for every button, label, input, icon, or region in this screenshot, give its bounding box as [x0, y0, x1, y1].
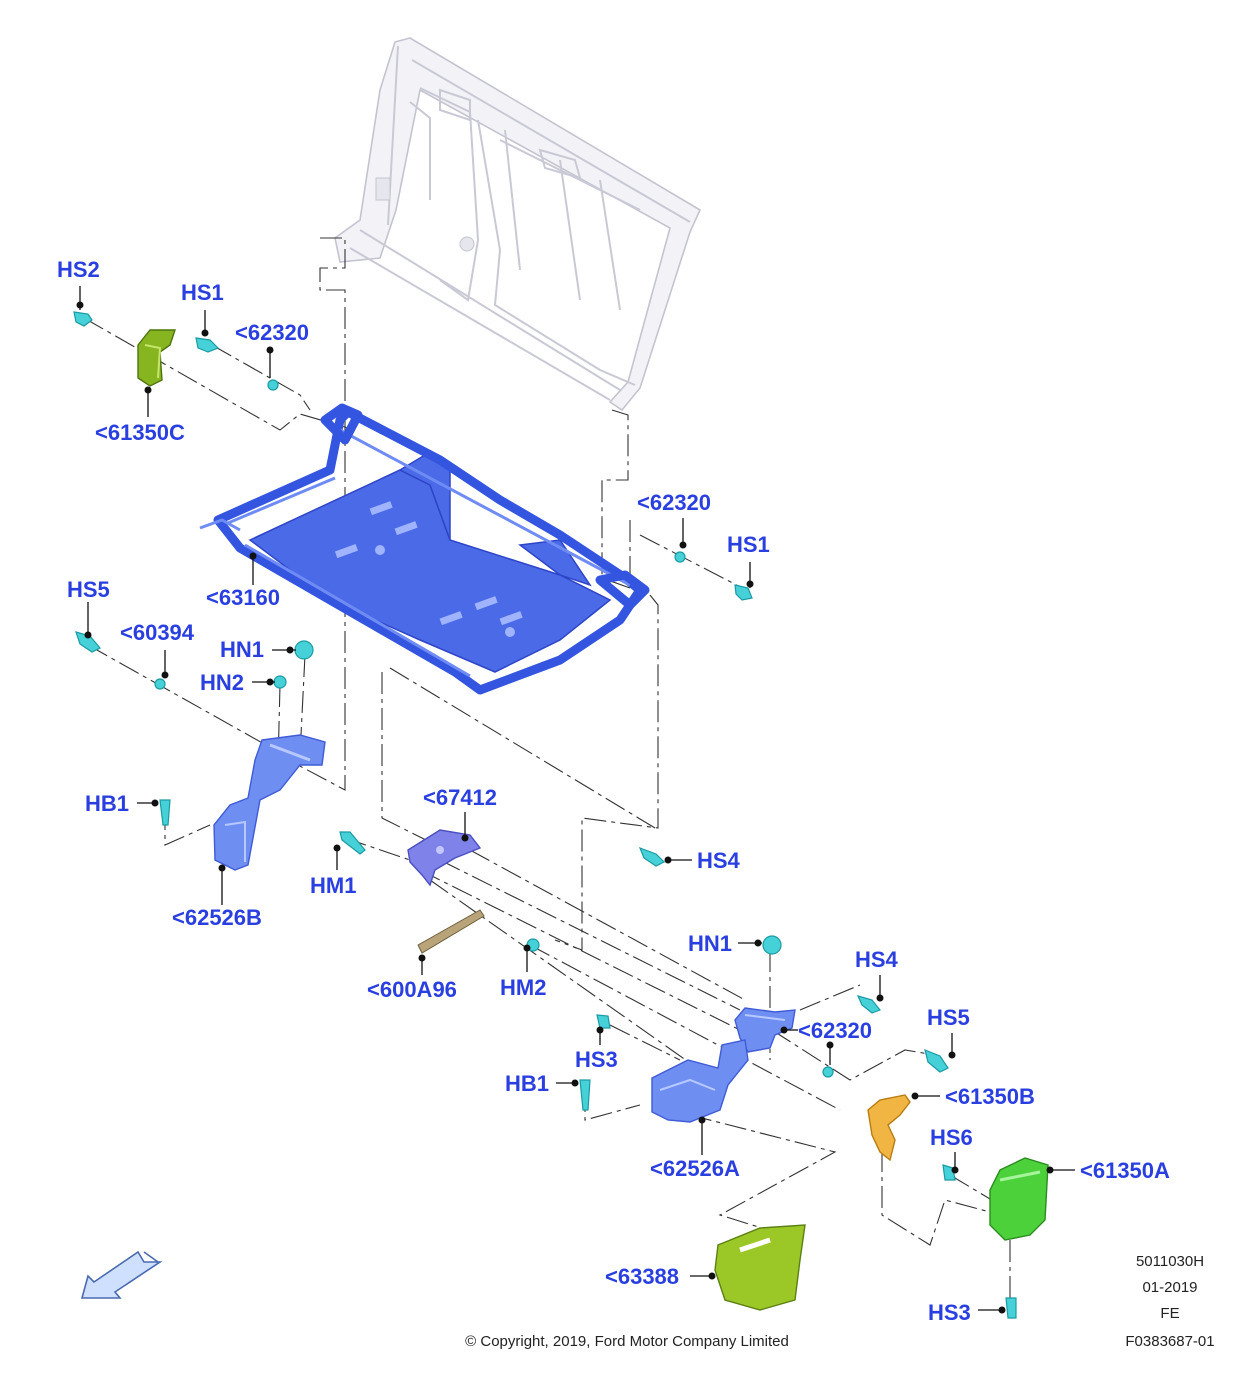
copyright-notice: © Copyright, 2019, Ford Motor Company Li… — [465, 1333, 789, 1350]
trim-cover-61350c — [137, 329, 176, 387]
label-hn1-top: HN1 — [220, 637, 264, 662]
label-63160: <63160 — [206, 585, 280, 610]
clip-62320-mid — [674, 551, 686, 563]
screw-hs4-mid — [638, 846, 666, 867]
bolt-hb1-left — [159, 799, 171, 826]
screw-hs1-mid — [734, 584, 753, 601]
nut-hn1-top — [294, 640, 314, 660]
nut-hn1-low — [762, 935, 782, 955]
label-hs1-top: HS1 — [181, 280, 224, 305]
label-62320-mid: <62320 — [637, 490, 711, 515]
clip-62320-low — [822, 1066, 834, 1078]
label-hs5-right: HS5 — [927, 1005, 970, 1030]
label-hs3-mid: HS3 — [575, 1047, 618, 1072]
figure-id: F0383687-01 — [1125, 1333, 1214, 1350]
issue-date: 01-2019 — [1142, 1279, 1197, 1296]
bracket-61350b — [867, 1094, 911, 1162]
label-61350c: <61350C — [95, 420, 185, 445]
diagram-metadata: 5011030H 01-2019 FE F0383687-01 © Copyri… — [465, 1253, 1214, 1350]
label-hs4-mid: HS4 — [697, 848, 741, 873]
label-62526a: <62526A — [650, 1156, 740, 1181]
label-hs1-mid: HS1 — [727, 532, 770, 557]
screw-hs5-right — [924, 1049, 949, 1073]
label-hm2: HM2 — [500, 975, 546, 1000]
seat-cushion-frame-63160 — [199, 403, 650, 695]
fasteners — [73, 311, 1017, 1319]
bolt-hb1-right — [579, 1079, 591, 1111]
label-62320-low: <62320 — [798, 1018, 872, 1043]
label-62526b: <62526B — [172, 905, 262, 930]
cable-600a96 — [417, 909, 485, 954]
cover-61350a — [989, 1157, 1049, 1241]
label-600a96: <600A96 — [367, 977, 457, 1002]
label-hs5-left: HS5 — [67, 577, 110, 602]
label-hn2: HN2 — [200, 670, 244, 695]
assembly-centerlines — [83, 237, 1011, 1300]
label-hs4-right: HS4 — [855, 947, 899, 972]
clip-62320-top — [267, 379, 279, 391]
label-60394: <60394 — [120, 620, 195, 645]
nut-hn2 — [273, 675, 287, 689]
bolt-hm1 — [339, 831, 366, 855]
ghost-seat-back-frame — [334, 37, 702, 412]
label-63388: <63388 — [605, 1264, 679, 1289]
pivot-bracket-62526b — [213, 734, 326, 871]
region-code: FE — [1160, 1305, 1179, 1322]
clip-60394 — [154, 678, 166, 690]
label-hb1-right: HB1 — [505, 1071, 549, 1096]
screw-hs3-mid — [596, 1014, 611, 1029]
label-61350b: <61350B — [945, 1084, 1035, 1109]
label-61350a: <61350A — [1080, 1158, 1170, 1183]
ref-code: 5011030H — [1136, 1253, 1204, 1270]
label-67412: <67412 — [423, 785, 497, 810]
label-hb1-left: HB1 — [85, 791, 129, 816]
label-hs6: HS6 — [930, 1125, 973, 1150]
leader-lines — [76, 286, 1075, 1314]
label-62320-top: <62320 — [235, 320, 309, 345]
screw-hs3-low — [1005, 1297, 1017, 1319]
trim-panel-63388 — [714, 1224, 806, 1311]
label-hs2: HS2 — [57, 257, 100, 282]
part-labels: HS2 HS1 <62320 <61350C <62320 HS1 <63160… — [57, 257, 1170, 1325]
screw-hs2 — [73, 311, 93, 327]
screw-hs1-top — [195, 337, 220, 353]
label-hs3-low: HS3 — [928, 1300, 971, 1325]
label-hn1-low: HN1 — [688, 931, 732, 956]
latch-67412 — [407, 829, 482, 887]
screw-hs4-right — [856, 995, 881, 1014]
label-hm1: HM1 — [310, 873, 356, 898]
pivot-bracket-62526a — [651, 1039, 749, 1123]
front-direction-arrow-icon — [80, 1250, 163, 1299]
